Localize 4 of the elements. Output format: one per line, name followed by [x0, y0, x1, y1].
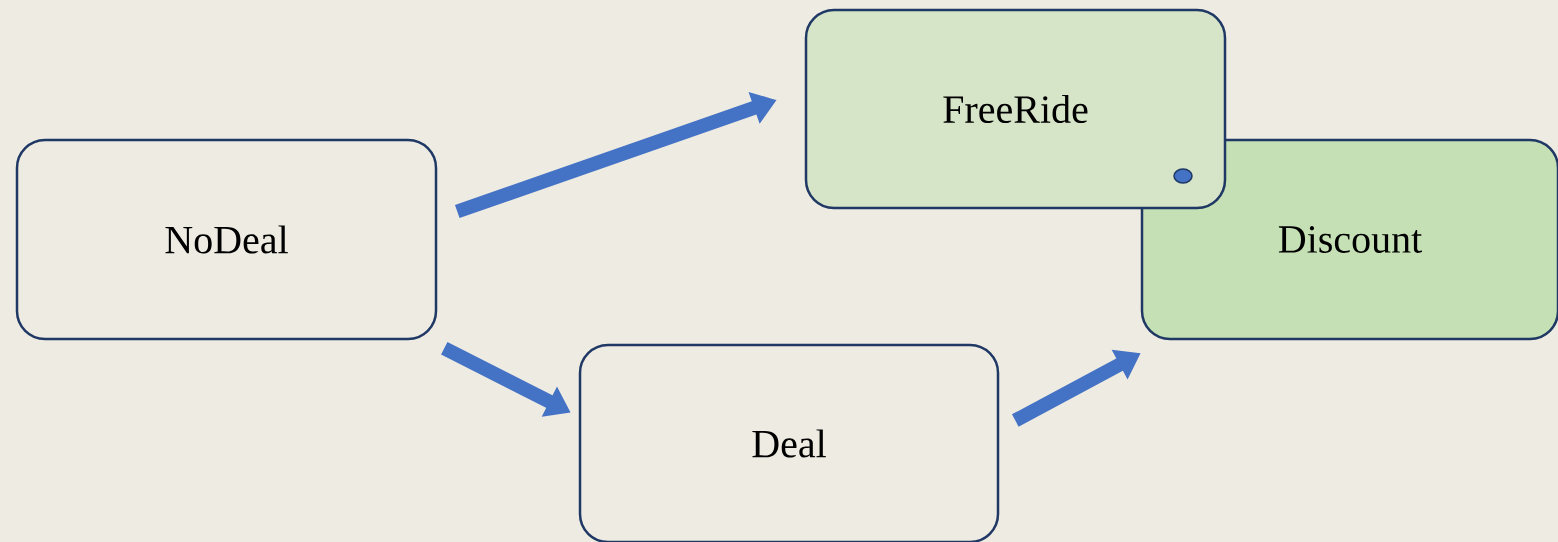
- state-box: FreeRide: [804, 8, 1227, 210]
- state-box: Deal: [578, 343, 1000, 542]
- state-box: NoDeal: [15, 138, 438, 341]
- state-box: Discount: [1140, 138, 1558, 341]
